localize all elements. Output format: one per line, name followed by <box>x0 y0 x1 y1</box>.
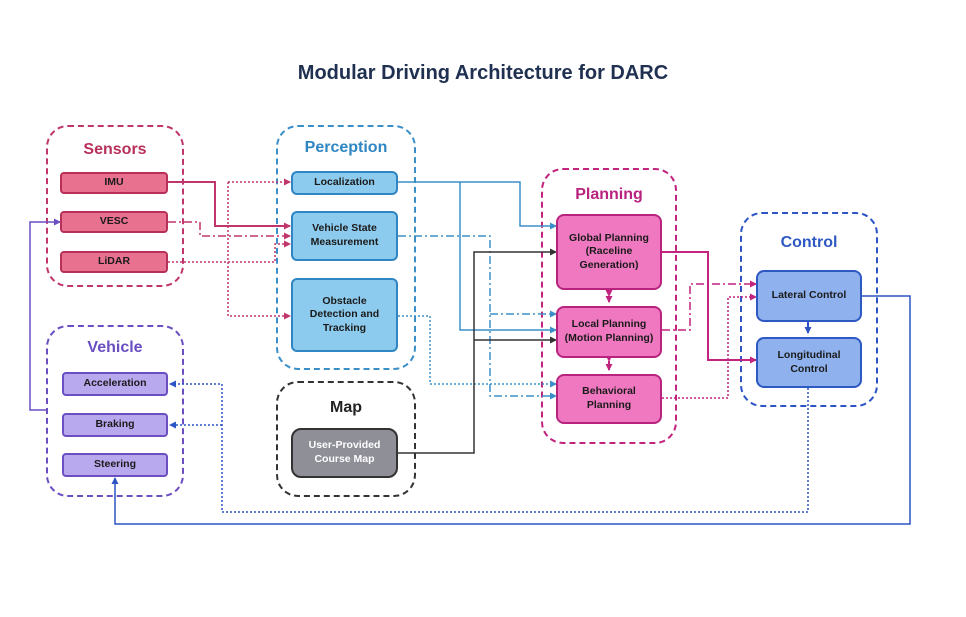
vehicle-group-title: Vehicle <box>87 339 143 356</box>
edge-vehicle-to-vesc <box>29 218 61 411</box>
control-group: Control <box>740 212 878 407</box>
imu-node: IMU <box>60 172 168 194</box>
vesc-node: VESC <box>60 211 168 233</box>
obstacle-detection-tracking-node: Obstacle Detection and Tracking <box>291 278 398 352</box>
sensors-group: Sensors <box>46 125 184 287</box>
planning-group: Planning <box>541 168 677 444</box>
localization-node: Localization <box>291 171 398 195</box>
acceleration-node: Acceleration <box>62 372 168 396</box>
vehicle-state-measurement-node: Vehicle State Measurement <box>291 211 398 261</box>
diagram-title: Modular Driving Architecture for DARC <box>297 62 669 84</box>
control-group-title: Control <box>780 234 838 251</box>
map-group-title: Map <box>330 399 362 416</box>
perception-group-title: Perception <box>304 139 388 156</box>
edges-control-to-vehicle <box>111 295 911 525</box>
planning-group-title: Planning <box>575 186 643 203</box>
global-planning-node: Global Planning (Raceline Generation) <box>556 214 662 290</box>
map-group: Map <box>276 381 416 497</box>
edges-sensors-to-perception <box>168 178 291 320</box>
edges-planning-to-control <box>662 251 757 399</box>
perception-group: Perception <box>276 125 416 370</box>
lidar-node: LiDAR <box>60 251 168 273</box>
user-provided-course-map-node: User-Provided Course Map <box>291 428 398 478</box>
local-planning-node: Local Planning (Motion Planning) <box>556 306 662 358</box>
edges-perception-to-planning <box>398 181 557 400</box>
longitudinal-control-node: Longitudinal Control <box>756 337 862 388</box>
behavioral-planning-node: Behavioral Planning <box>556 374 662 424</box>
braking-node: Braking <box>62 413 168 437</box>
edges-map-to-planning <box>398 248 557 454</box>
steering-node: Steering <box>62 453 168 477</box>
sensors-group-title: Sensors <box>83 141 147 158</box>
lateral-control-node: Lateral Control <box>756 270 862 322</box>
